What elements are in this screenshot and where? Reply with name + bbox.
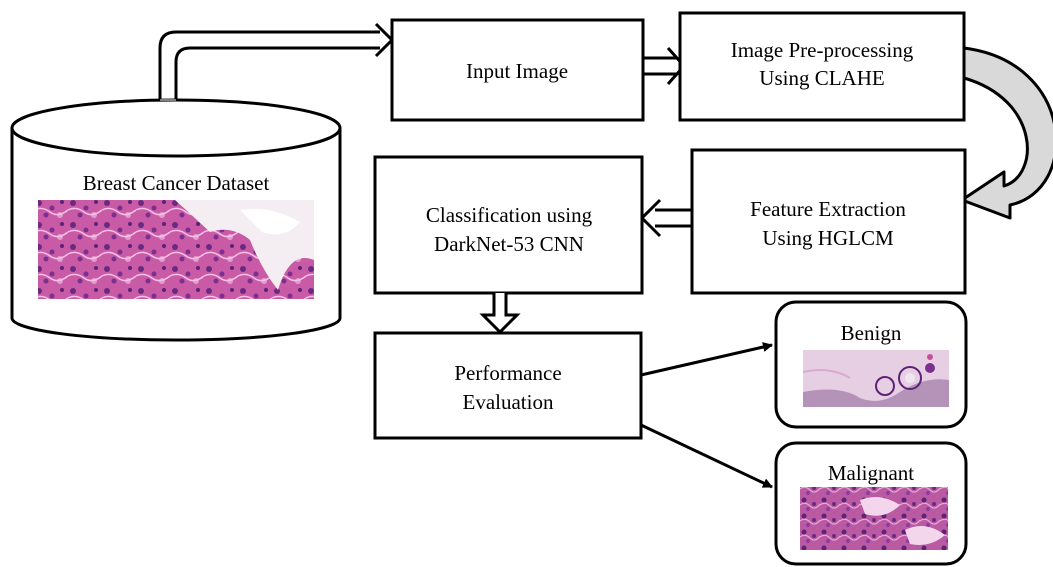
arrow-dataset-to-input	[158, 22, 395, 101]
feature-extraction-label-line1: Feature Extraction	[750, 197, 906, 221]
feature-extraction-label-line2: Using HGLCM	[762, 226, 894, 250]
classification-label-line1: Classification using	[426, 203, 593, 227]
dataset-label: Breast Cancer Dataset	[83, 171, 270, 195]
curved-arrow-preprocessing-to-features	[960, 46, 1053, 220]
performance-label-line1: Performance	[454, 361, 561, 385]
benign-tissue-image	[802, 350, 949, 407]
malignant-label: Malignant	[828, 461, 914, 485]
dataset-tissue-image	[38, 200, 314, 299]
preprocessing-label-line1: Image Pre-processing	[731, 38, 914, 62]
node-preprocessing: Image Pre-processing Using CLAHE	[678, 11, 966, 122]
arrow-to-malignant	[640, 423, 773, 489]
performance-label-line2: Evaluation	[463, 390, 554, 414]
node-performance-evaluation: Performance Evaluation	[373, 331, 643, 440]
output-benign: Benign	[774, 300, 968, 429]
node-classification: Classification using DarkNet-53 CNN	[373, 155, 644, 295]
arrow-classification-to-performance	[479, 293, 521, 335]
node-feature-extraction: Feature Extraction Using HGLCM	[690, 148, 967, 295]
arrow-input-to-preprocessing	[643, 47, 687, 85]
arrow-to-benign	[640, 342, 773, 377]
arrow-features-to-classification	[639, 198, 692, 238]
benign-label: Benign	[841, 321, 902, 345]
output-malignant: Malignant	[774, 441, 968, 566]
malignant-tissue-image	[800, 487, 948, 550]
preprocessing-label-line2: Using CLAHE	[759, 66, 884, 90]
input-image-label: Input Image	[466, 59, 568, 83]
classification-label-line2: DarkNet-53 CNN	[434, 232, 584, 256]
node-input-image: Input Image	[390, 18, 645, 122]
dataset-cylinder: Breast Cancer Dataset	[10, 98, 342, 342]
